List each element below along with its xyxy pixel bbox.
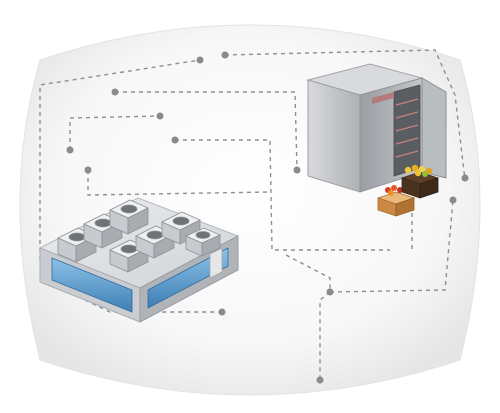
connector-node	[326, 288, 334, 296]
connector-line	[329, 199, 454, 293]
connector-node	[171, 136, 179, 144]
connector-node	[84, 166, 92, 174]
connector-node	[293, 166, 301, 174]
walk-in-refrigerator-icon	[306, 63, 447, 193]
connector-node	[156, 112, 164, 120]
hvac-unit-group	[57, 199, 221, 273]
connector-node	[196, 56, 204, 64]
connector-line	[84, 299, 222, 313]
hvac-unit	[57, 227, 97, 263]
connector-node	[66, 146, 74, 154]
hvac-unit	[185, 227, 221, 257]
connector-line	[115, 91, 298, 171]
connector-line	[69, 115, 161, 150]
connector-line	[285, 254, 331, 292]
connector-line	[175, 139, 390, 251]
connector-line	[319, 291, 331, 380]
connector-line	[87, 170, 271, 196]
connector-node	[221, 51, 229, 59]
rooftop-chiller-building-icon	[38, 197, 240, 323]
hvac-unit	[109, 199, 149, 235]
produce-crates-icon	[376, 164, 440, 217]
connector-lines	[39, 49, 466, 380]
connector-node	[316, 376, 324, 384]
connector-nodes	[66, 51, 469, 384]
connector-line	[39, 59, 201, 260]
connector-node	[218, 308, 226, 316]
connector-node	[449, 196, 457, 204]
connector-line	[224, 49, 466, 181]
connector-node	[461, 174, 469, 182]
hvac-unit	[161, 211, 201, 245]
shelf-racks	[395, 98, 419, 158]
connector-node	[111, 88, 119, 96]
